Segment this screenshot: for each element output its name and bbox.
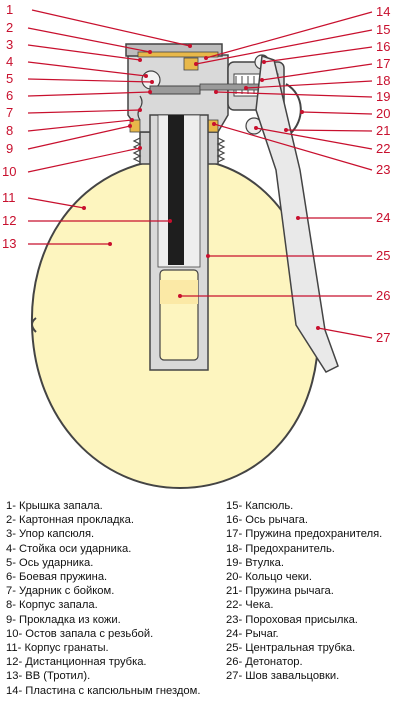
callout-12: 12 [2, 213, 16, 228]
callout-8: 8 [6, 123, 13, 138]
callout-13: 13 [2, 236, 16, 251]
callout-3: 3 [6, 37, 13, 52]
legend-item: 22- Чека. [226, 599, 274, 612]
legend-right-column: 15- Капсюль. 16- Ось рычага. 17- Пружина… [226, 499, 400, 684]
legend-item: 10- Остов запала с резьбой. [6, 627, 154, 640]
legend-item: 25- Центральная трубка. [226, 642, 356, 655]
right-leaders [178, 11, 373, 339]
legend-left-column: 1- Крышка запала. 2- Картонная прокладка… [6, 499, 206, 698]
callout-10: 10 [2, 164, 16, 179]
legend-item: 24- Рычаг. [226, 627, 279, 640]
striker [149, 85, 201, 95]
callout-2: 2 [6, 20, 13, 35]
lever [255, 54, 339, 373]
legend-item: 16- Ось рычага. [226, 514, 308, 527]
leather-pad-right [207, 119, 219, 133]
callout-9: 9 [6, 141, 13, 156]
legend-item: 4- Стойка оси ударника. [6, 542, 132, 555]
callout-6: 6 [6, 88, 13, 103]
legend-item: 23- Пороховая присылка. [226, 613, 358, 626]
callout-18: 18 [376, 73, 390, 88]
callout-22: 22 [376, 141, 390, 156]
callout-19: 19 [376, 89, 390, 104]
legend-item: 17- Пружина предохранителя. [226, 528, 383, 541]
legend-item: 26- Детонатор. [226, 656, 303, 669]
legend-item: 15- Капсюль. [226, 500, 294, 512]
legend-item: 12- Дистанционная трубка. [6, 656, 147, 669]
callout-23: 23 [376, 162, 390, 177]
callout-15: 15 [376, 22, 390, 37]
seam-left [31, 317, 37, 333]
legend-item: 6- Боевая пружина. [6, 571, 108, 584]
callout-26: 26 [376, 288, 390, 303]
delay-tube [168, 115, 184, 265]
legend-item: 2- Картонная прокладка. [6, 514, 135, 527]
legend-item: 5- Ось ударника. [6, 556, 94, 569]
legend-item: 27- Шов завальцовки. [226, 670, 340, 683]
callout-11: 11 [2, 190, 16, 205]
callout-21: 21 [376, 123, 390, 138]
callout-25: 25 [376, 248, 390, 263]
legend-item: 7- Ударник с бойком. [6, 585, 115, 598]
callout-27: 27 [376, 330, 390, 345]
legend-item: 18- Предохранитель. [226, 542, 335, 555]
legend-item: 9- Прокладка из кожи. [6, 613, 121, 626]
legend-item: 19- Втулка. [226, 556, 284, 569]
callout-7: 7 [6, 105, 13, 120]
detonator-charge [160, 280, 198, 304]
callout-24: 24 [376, 210, 390, 225]
grenade-cutaway-diagram: 1 2 3 4 5 6 7 8 9 10 11 12 13 14 15 16 1… [2, 2, 390, 490]
legend-item: 11- Корпус гранаты. [6, 642, 109, 655]
legend-item: 14- Пластина с капсюльным гнездом. [6, 684, 201, 697]
legend-item: 20- Кольцо чеки. [226, 571, 313, 584]
legend-item: 21- Пружина рычага. [226, 585, 334, 598]
callout-1: 1 [6, 2, 13, 17]
callout-20: 20 [376, 106, 390, 121]
legend-item: 13- ВВ (Тротил). [6, 670, 91, 683]
left-leaders [27, 9, 192, 246]
callout-14: 14 [376, 4, 390, 19]
callout-16: 16 [376, 39, 390, 54]
legend-item: 8- Корпус запала. [6, 599, 98, 612]
callout-4: 4 [6, 54, 13, 69]
legend-item: 1- Крышка запала. [6, 500, 103, 512]
callout-5: 5 [6, 71, 13, 86]
callout-17: 17 [376, 56, 390, 71]
legend-item: 3- Упор капсюля. [6, 528, 95, 541]
